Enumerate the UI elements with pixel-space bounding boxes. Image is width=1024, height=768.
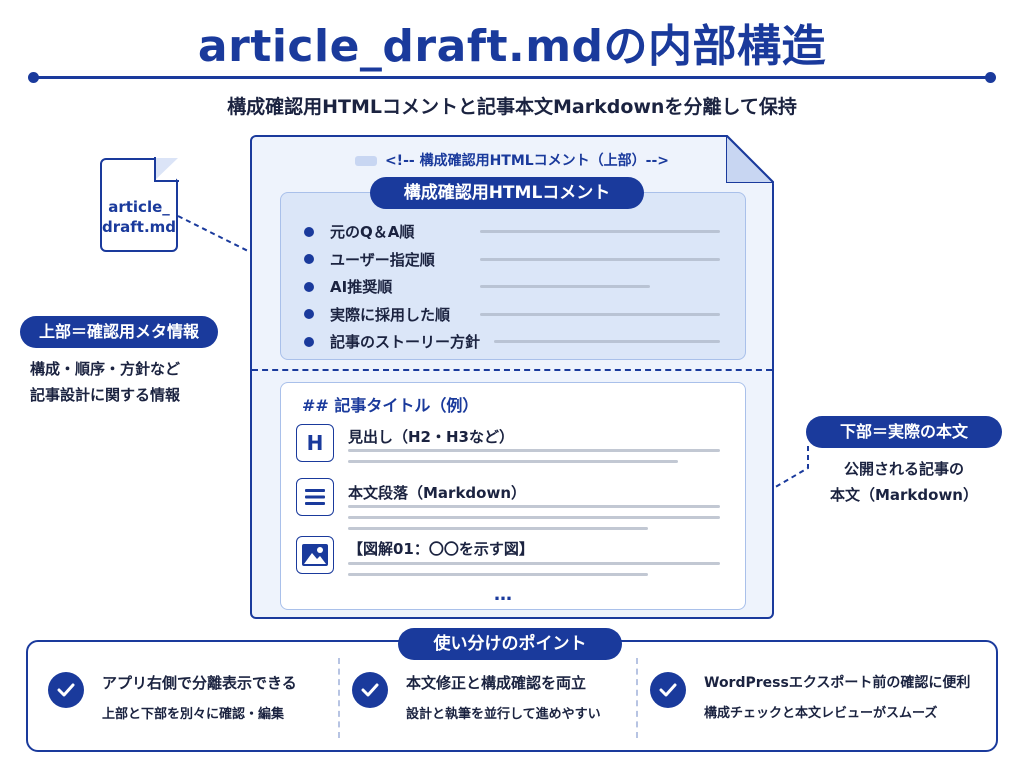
file-name-line: draft.md (101, 217, 177, 236)
paragraph-label: 本文段落（Markdown） (348, 484, 527, 502)
meta-list-item: 実際に採用した順 (304, 301, 734, 329)
usage-point: WordPressエクスポート前の確認に便利 構成チェックと本文レビューがスムー… (650, 672, 970, 721)
meta-item-label: AI推奨順 (330, 278, 393, 297)
text-line (348, 516, 720, 519)
meta-list-item: 元のQ＆A順 (304, 218, 734, 246)
comment-icon (354, 156, 377, 166)
text-line (348, 562, 720, 565)
point-separator (636, 658, 638, 738)
more-ellipsis: … (494, 584, 514, 605)
text-line (348, 527, 648, 530)
meta-item-label: 元のQ＆A順 (330, 223, 415, 242)
meta-comment-section (280, 192, 746, 360)
html-comment-marker: <!-- 構成確認用HTMLコメント（上部）--> (250, 150, 774, 170)
upper-meta-description: 構成・順序・方針など 記事設計に関する情報 (30, 356, 230, 408)
meta-item-label: ユーザー指定順 (330, 250, 435, 269)
bullet-icon (304, 254, 314, 265)
upper-meta-badge: 上部＝確認用メタ情報 (20, 316, 218, 348)
markdown-body-section (280, 382, 746, 610)
meta-list-item: AI推奨順 (304, 273, 734, 301)
lower-body-desc-line: 公開される記事の (843, 460, 964, 478)
meta-item-label: 実際に採用した順 (330, 305, 451, 324)
upper-meta-desc-line: 記事設計に関する情報 (30, 386, 181, 404)
check-icon (352, 672, 388, 708)
text-line (348, 573, 648, 576)
heading-icon: H (296, 424, 334, 462)
bullet-icon (304, 309, 314, 320)
lower-body-description: 公開される記事の 本文（Markdown） (806, 456, 1002, 508)
check-icon (48, 672, 84, 708)
usage-point: アプリ右側で分離表示できる 上部と下部を別々に確認・編集 (48, 672, 297, 722)
meta-list: 元のQ＆A順ユーザー指定順 AI推奨順実際に採用した順記事のストーリー方針 (304, 218, 734, 356)
image-icon-glyph (302, 544, 328, 566)
file-name-line: article_ (108, 198, 170, 216)
lower-body-badge: 下部＝実際の本文 (806, 416, 1002, 448)
article-title: ## 記事タイトル（例） (302, 396, 479, 415)
placeholder-line (480, 285, 650, 288)
meta-item-label: 記事のストーリー方針 (330, 333, 481, 352)
title-divider (28, 72, 996, 83)
heading-icon-glyph: H (306, 431, 324, 455)
image-label: 【図解01：〇〇を示す図】 (348, 540, 534, 558)
page-subtitle: 構成確認用HTMLコメントと記事本文Markdownを分離して保持 (227, 96, 797, 118)
usage-point-sub: 構成チェックと本文レビューがスムーズ (704, 706, 938, 721)
placeholder-line (480, 257, 720, 261)
placeholder-line (480, 230, 720, 233)
usage-point-title: WordPressエクスポート前の確認に便利 (704, 675, 971, 691)
section-divider (252, 369, 772, 371)
bullet-icon (304, 336, 314, 347)
comment-marker-text: <!-- 構成確認用HTMLコメント（上部）--> (384, 153, 670, 169)
file-fold (154, 158, 178, 181)
meta-list-item: 記事のストーリー方針 (304, 328, 734, 356)
usage-points-title: 使い分けのポイント (398, 628, 622, 660)
paragraph-icon (296, 478, 334, 516)
text-line (348, 460, 678, 463)
page-title: article_draft.mdの内部構造 (197, 21, 827, 72)
placeholder-line (494, 340, 720, 343)
usage-point-sub: 上部と下部を別々に確認・編集 (102, 707, 285, 722)
check-icon (650, 672, 686, 708)
heading-label: 見出し（H2・H3など） (348, 428, 514, 446)
meta-list-item: ユーザー指定順 (304, 246, 734, 274)
file-fold-edge (154, 180, 179, 182)
usage-point-title: 本文修正と構成確認を両立 (406, 674, 587, 692)
file-name-label: article_ draft.md (100, 198, 178, 237)
paragraph-icon-glyph (305, 489, 325, 505)
text-line (348, 505, 720, 508)
file-fold-edge (154, 157, 156, 182)
bullet-icon (304, 226, 314, 237)
meta-comment-label: 構成確認用HTMLコメント (370, 177, 644, 209)
usage-point: 本文修正と構成確認を両立 設計と執筆を並行して進めやすい (352, 672, 601, 722)
upper-meta-desc-line: 構成・順序・方針など (30, 360, 181, 378)
usage-point-title: アプリ右側で分離表示できる (102, 674, 297, 692)
point-separator (338, 658, 340, 738)
document-fold-corner (726, 135, 774, 183)
usage-point-sub: 設計と執筆を並行して進めやすい (406, 707, 601, 722)
image-icon (296, 536, 334, 574)
placeholder-line (480, 312, 720, 316)
bullet-icon (304, 281, 314, 292)
text-line (348, 449, 720, 452)
lower-body-desc-line: 本文（Markdown） (829, 486, 978, 504)
